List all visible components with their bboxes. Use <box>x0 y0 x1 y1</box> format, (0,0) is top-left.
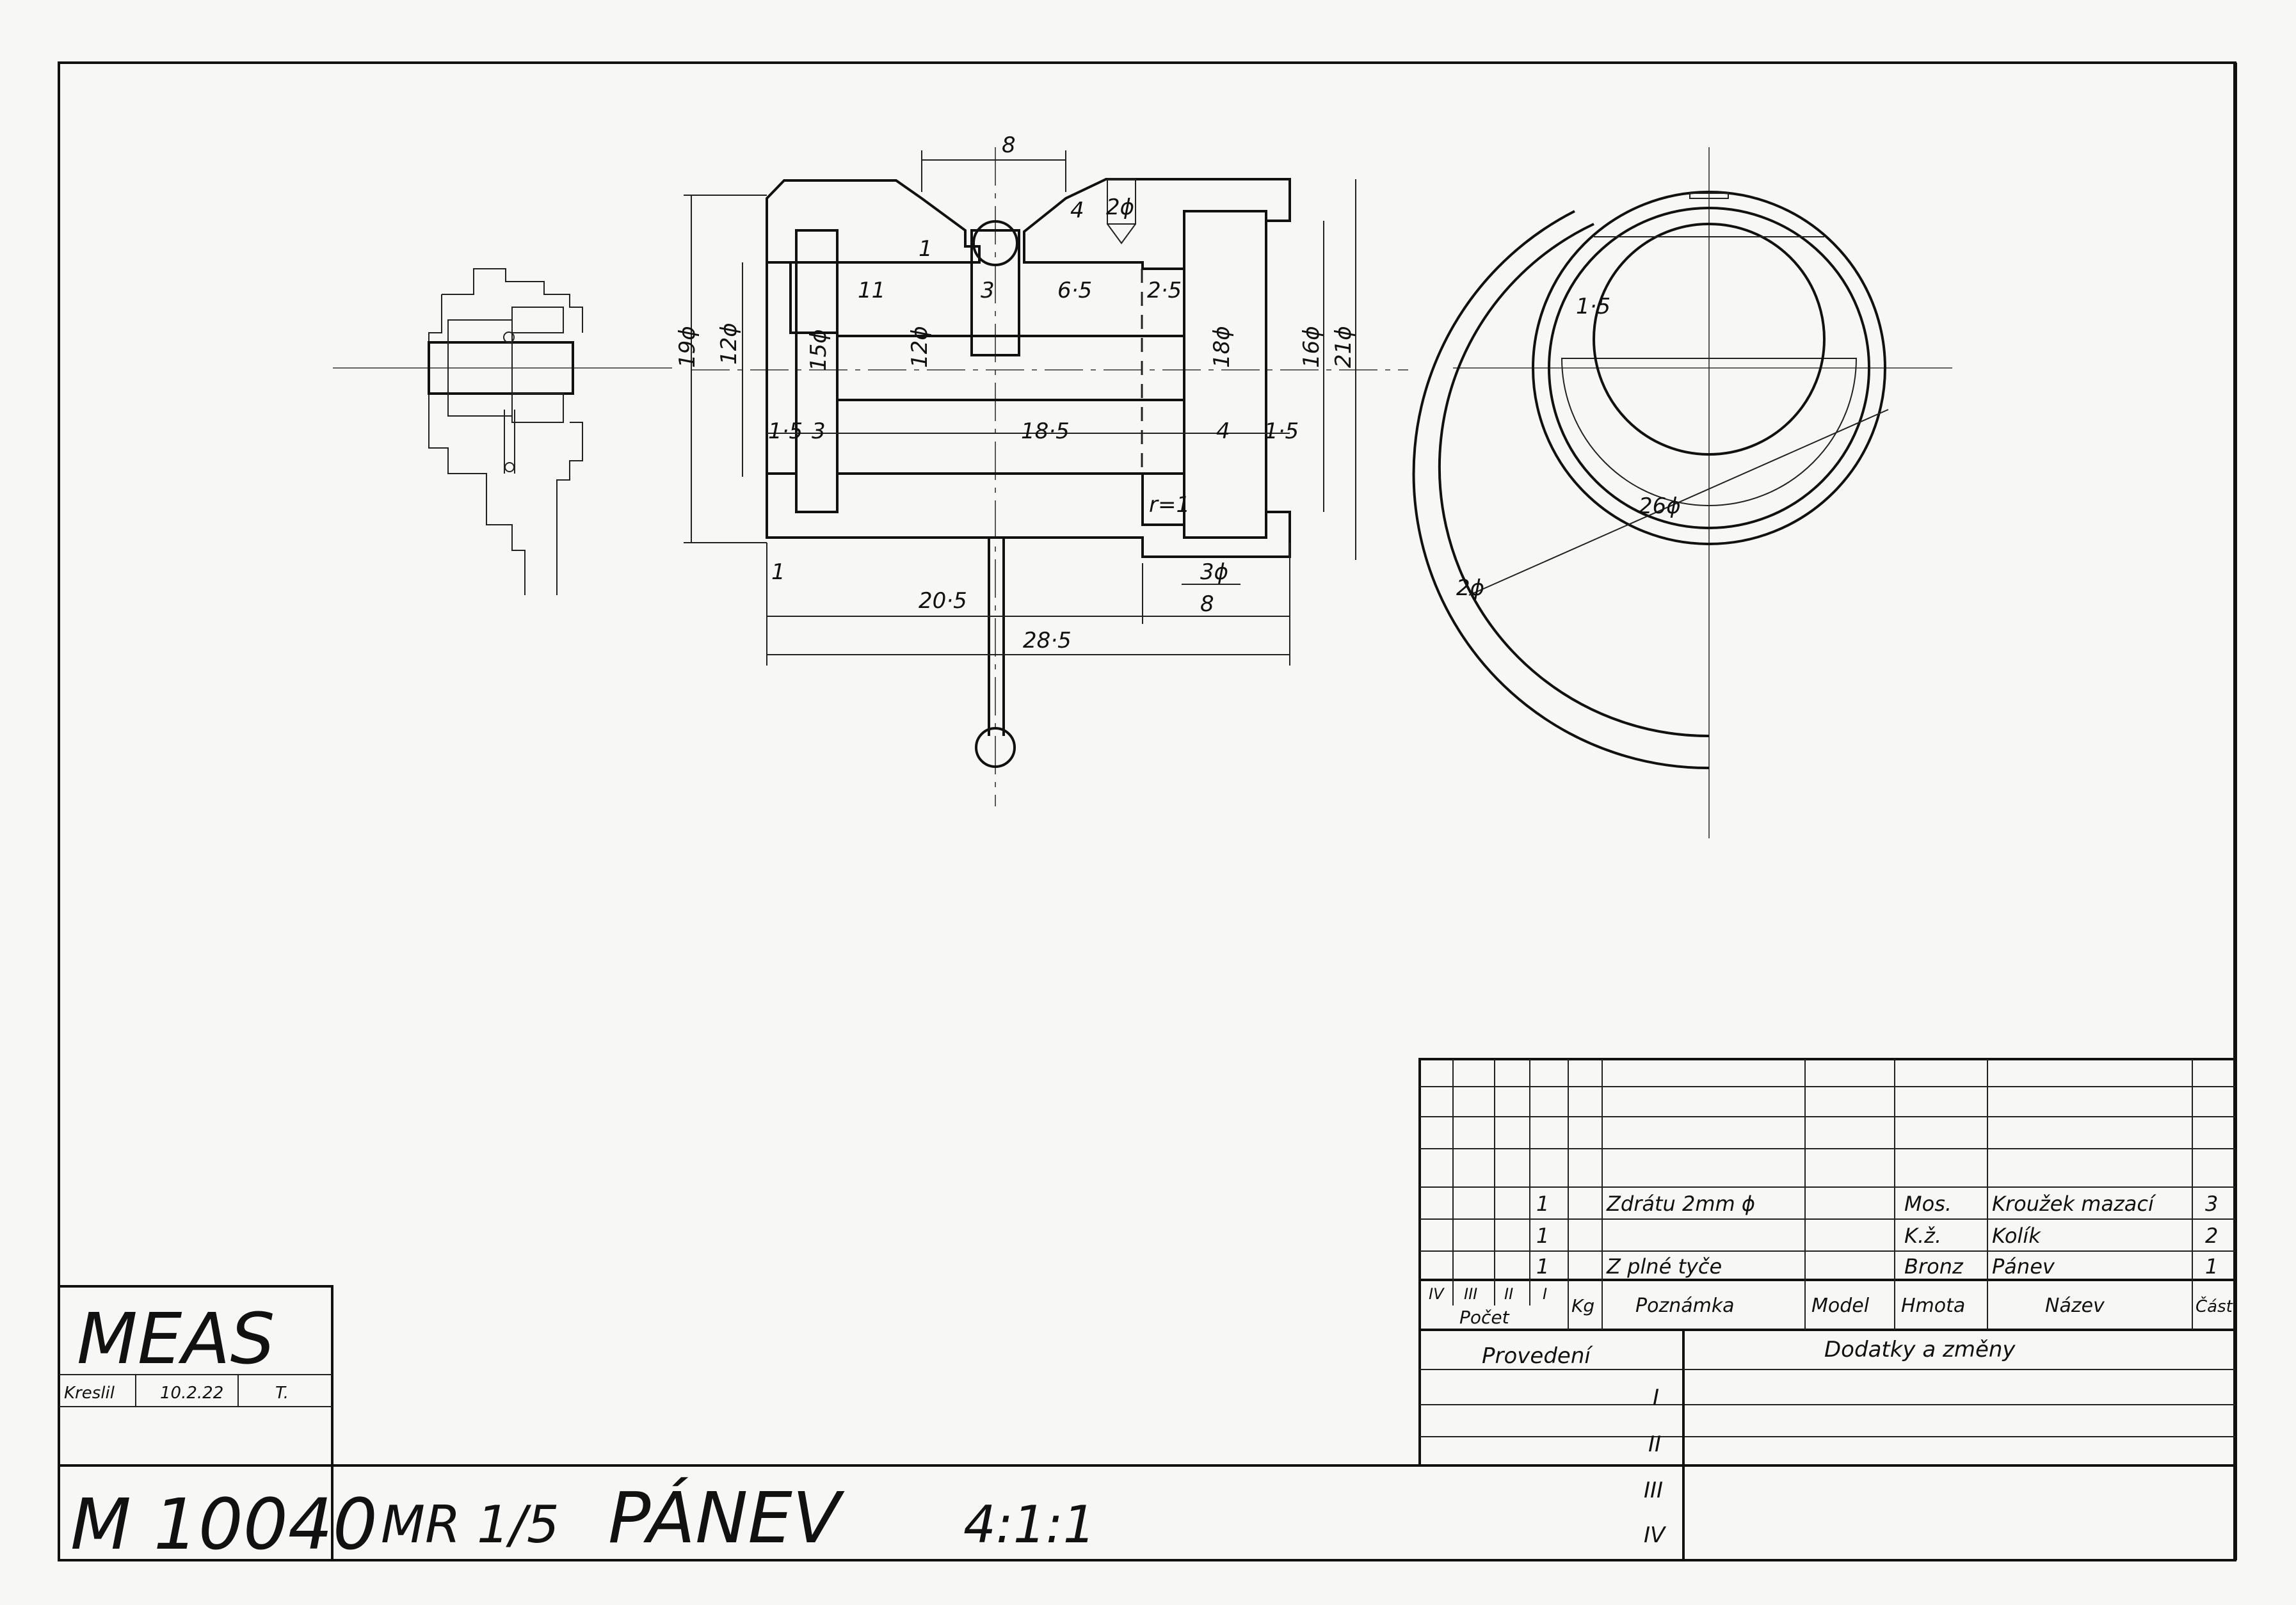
dim-len-1-5-left: 1·5 <box>768 419 803 444</box>
row3-material: Bronz <box>1904 1254 1964 1279</box>
dim-len-18-5: 18·5 <box>1021 419 1070 444</box>
dim-len-20-5: 20·5 <box>919 588 967 614</box>
section-view: 8 19ϕ 12ϕ 15ϕ 12ϕ 18ϕ 16ϕ 21ϕ 11 3 6·5 2… <box>675 132 1408 806</box>
dim-dia-19: 19ϕ <box>675 326 700 368</box>
row2-material: K.ž. <box>1904 1224 1941 1248</box>
count-col-iii: III <box>1464 1285 1477 1303</box>
parts-list: 1 Zdrátu 2mm ϕ Mos. Kroužek mazací 3 1 K… <box>1418 1058 2236 1560</box>
rev-mark-i: I <box>1653 1385 1659 1410</box>
drawn-date: 10.2.22 <box>160 1384 223 1403</box>
dim-side-1-5: 1·5 <box>1576 294 1610 319</box>
dim-wire-2: 2ϕ <box>1456 575 1484 601</box>
row1-note: Zdrátu 2mm ϕ <box>1606 1192 1755 1216</box>
row1-part: 3 <box>2205 1192 2218 1216</box>
side-view: 26ϕ 2ϕ 1·5 <box>1412 147 1952 838</box>
dim-len-11: 11 <box>858 278 885 303</box>
rev-mark-iv: IV <box>1644 1522 1667 1548</box>
row3-name: Pánev <box>1992 1254 2055 1279</box>
scale: 4:1:1 <box>963 1495 1096 1554</box>
part-name: PÁNEV <box>608 1476 845 1559</box>
rev-mark-iii: III <box>1644 1478 1663 1503</box>
company-name: MEAS <box>77 1298 275 1380</box>
row1-name: Kroužek mazací <box>1992 1192 2156 1216</box>
row3-note: Z plné tyče <box>1606 1254 1722 1279</box>
dim-dia-16: 16ϕ <box>1299 326 1324 368</box>
dim-len-4: 4 <box>1216 419 1230 444</box>
title-block: MEAS Kreslil 10.2.22 T. M 10040 MR 1/5 P… <box>58 1285 2235 1565</box>
dim-len-3-pin: 3 <box>981 278 995 303</box>
header-count: Počet <box>1459 1307 1510 1328</box>
dim-len-2-5: 2·5 <box>1147 278 1182 303</box>
dim-dia-15: 15ϕ <box>806 329 831 371</box>
dim-chamfer-1: 1 <box>919 236 933 262</box>
dim-step-1: 1 <box>771 559 785 585</box>
model-ref: MR 1/5 <box>381 1495 559 1554</box>
count-col-i: I <box>1543 1285 1547 1303</box>
header-note: Poznámka <box>1635 1295 1735 1317</box>
dim-dia-12-bore: 12ϕ <box>907 326 933 368</box>
count-col-ii: II <box>1504 1285 1513 1303</box>
dim-dia-21: 21ϕ <box>1331 326 1356 368</box>
assembly-thumbnail <box>333 268 672 595</box>
count-col-iv: IV <box>1429 1285 1445 1303</box>
header-part: Část <box>2196 1296 2233 1316</box>
row2-count: 1 <box>1536 1224 1549 1248</box>
dim-depth-4: 4 <box>1070 198 1084 223</box>
header-kg: Kg <box>1571 1295 1594 1316</box>
header-name: Název <box>2045 1295 2105 1317</box>
header-model: Model <box>1811 1295 1870 1317</box>
row1-material: Mos. <box>1904 1192 1952 1216</box>
rev-mark-ii: II <box>1648 1432 1661 1457</box>
drawing-number: M 10040 <box>70 1483 378 1565</box>
row1-count: 1 <box>1536 1192 1549 1216</box>
dim-len-1-5-right: 1·5 <box>1264 419 1299 444</box>
dim-len-28-5: 28·5 <box>1023 628 1072 653</box>
header-material: Hmota <box>1901 1295 1965 1317</box>
row3-count: 1 <box>1536 1254 1549 1279</box>
dim-len-6-5: 6·5 <box>1057 278 1092 303</box>
dim-dia-12-outer: 12ϕ <box>716 323 742 365</box>
dim-top-width: 8 <box>1002 132 1016 158</box>
changes-label: Dodatky a změny <box>1824 1337 2016 1362</box>
dim-dia-18: 18ϕ <box>1209 326 1235 368</box>
dim-radius: r=1 <box>1149 492 1190 518</box>
dim-hole-2: 2ϕ <box>1106 195 1134 220</box>
dim-hole-3: 3ϕ <box>1200 559 1228 585</box>
dim-len-8-bottom: 8 <box>1200 591 1214 617</box>
drawn-by: T. <box>275 1384 289 1403</box>
drawn-label: Kreslil <box>64 1384 115 1403</box>
row2-name: Kolík <box>1992 1224 2041 1248</box>
row2-part: 2 <box>2205 1224 2218 1248</box>
dim-ring-26: 26ϕ <box>1639 493 1681 519</box>
execution-label: Provedení <box>1482 1343 1593 1369</box>
dim-len-3-left: 3 <box>812 419 826 444</box>
row3-part: 1 <box>2205 1254 2218 1279</box>
